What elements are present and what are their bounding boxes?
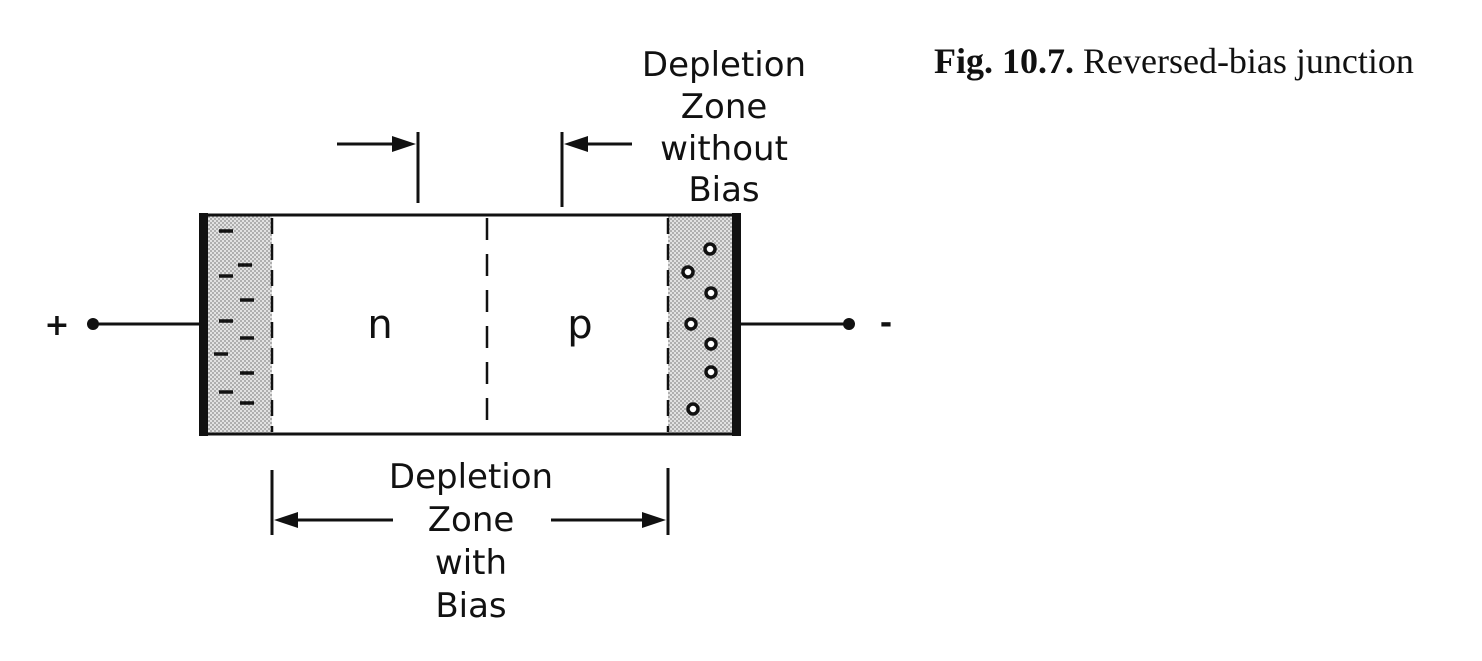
negative-terminal-sign: - xyxy=(880,306,892,341)
depletion-without-bias-label: Depletion Zone without Bias xyxy=(642,45,806,210)
svg-text:without: without xyxy=(660,129,788,169)
positive-terminal-sign: + xyxy=(44,308,69,343)
svg-text:Bias: Bias xyxy=(435,586,506,626)
figure-caption: Fig. 10.7. Reversed-bias junction xyxy=(934,40,1414,82)
right-electrode xyxy=(732,213,741,436)
right-terminal-dot xyxy=(843,318,855,330)
without-bias-markers xyxy=(337,132,632,207)
svg-text:Depletion: Depletion xyxy=(389,457,553,497)
left-electrode xyxy=(199,213,208,436)
svg-text:with: with xyxy=(435,543,507,583)
holes xyxy=(681,242,718,416)
left-terminal-dot xyxy=(87,318,99,330)
depletion-with-bias-label: Depletion Zone with Bias xyxy=(389,457,553,626)
svg-text:Zone: Zone xyxy=(428,500,515,540)
svg-text:Zone: Zone xyxy=(681,87,768,127)
with-bias-markers xyxy=(270,468,670,535)
left-shaded-zone xyxy=(203,215,272,434)
p-region-label: p xyxy=(567,302,592,348)
figure-title: Reversed-bias junction xyxy=(1083,41,1414,81)
svg-text:Depletion: Depletion xyxy=(642,45,806,85)
figure-number: Fig. 10.7. xyxy=(934,41,1074,81)
junction-body-outline xyxy=(201,213,739,436)
right-shaded-zone xyxy=(668,215,737,434)
n-region-label: n xyxy=(367,302,392,348)
negative-charges xyxy=(214,229,254,405)
svg-text:Bias: Bias xyxy=(688,170,759,210)
